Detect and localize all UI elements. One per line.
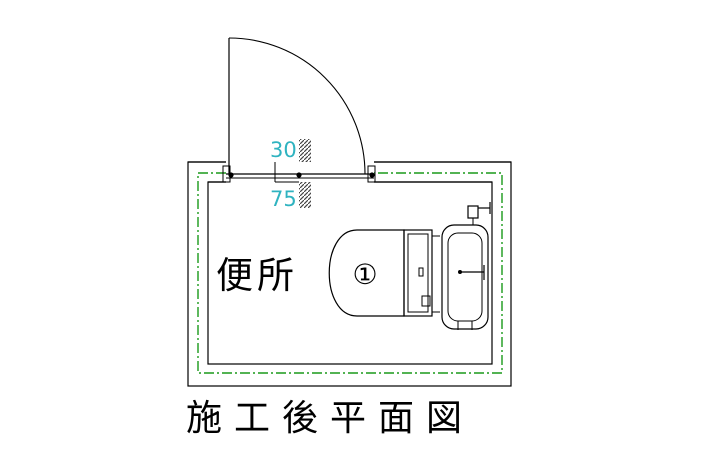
supply-valve [467,205,479,219]
door-jamb-right [367,165,376,183]
dimension-bottom-label: 75 [270,187,297,211]
basin-drain [458,270,462,274]
threshold-dot-2 [296,172,302,178]
basin-outer [441,224,489,330]
toilet-tank-inner [407,233,429,313]
room-label: 便所 [216,254,298,297]
hatch-block-top [299,139,311,162]
fixture-number: ① [352,258,377,291]
door-opening [226,158,374,186]
door-swing-arc [228,37,366,175]
drawing-title: 施工後平面図 [186,398,474,439]
tank-button [418,267,424,277]
basin-inner [447,232,483,322]
toilet-bowl [328,229,405,317]
threshold-dot-1 [228,172,234,178]
toilet-tank [403,229,433,317]
hatch-block-bottom [299,182,311,208]
dimension-top-label: 30 [270,138,297,162]
tank-outlet [421,295,431,307]
threshold-dot-3 [369,172,375,178]
